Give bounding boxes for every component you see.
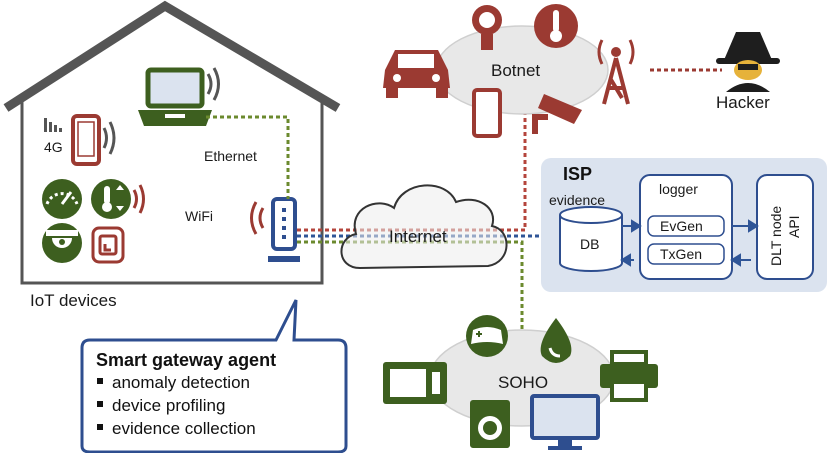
house: IoT devices	[3, 0, 341, 310]
gateway-router-icon	[268, 197, 300, 262]
gamepad-icon	[466, 315, 508, 357]
evgen-box	[647, 215, 725, 237]
bars-icon	[44, 118, 62, 132]
dlt-node-line2: API	[786, 215, 802, 238]
water-drop-icon	[540, 318, 572, 363]
house-walls	[20, 98, 324, 285]
washing-machine-icon	[470, 400, 510, 448]
wifi-label: WiFi	[185, 208, 213, 224]
house-roof	[3, 0, 341, 112]
parking-meter-icon	[472, 5, 502, 50]
phone-icon	[71, 114, 101, 166]
wifi-signal-icon	[250, 201, 265, 235]
txgen-label: TxGen	[660, 246, 702, 262]
laptop-icon	[138, 67, 212, 126]
smart-lock-icon	[91, 226, 125, 264]
callout-item-anomaly: anomaly detection	[112, 373, 250, 392]
callout-bullet-3	[97, 424, 103, 430]
db-cylinder	[559, 206, 623, 272]
dlt-node-box	[756, 174, 814, 280]
router-to-internet-red	[297, 108, 527, 232]
cell-tower-icon	[597, 39, 635, 105]
callout: Smart gateway agent anomaly detection de…	[80, 299, 348, 453]
thermometer-signal-icon	[132, 184, 145, 214]
internet-label: Internet	[389, 227, 447, 246]
dlt-node-line1: DLT node	[768, 206, 784, 266]
internet-cloud	[340, 184, 508, 270]
soho-label: SOHO	[498, 373, 548, 392]
db-label: DB	[580, 236, 599, 252]
hacker-label: Hacker	[716, 93, 770, 112]
evidence-label: evidence	[549, 192, 605, 208]
callout-title: Smart gateway agent	[96, 350, 276, 370]
callout-item-evidence: evidence collection	[112, 419, 256, 438]
printer-icon	[600, 350, 658, 402]
security-camera-icon	[42, 223, 82, 263]
monitor-icon	[530, 394, 600, 450]
callout-bullet-1	[97, 378, 103, 384]
hacker-icon	[716, 32, 780, 92]
evgen-label: EvGen	[660, 218, 703, 234]
callout-item-profiling: device profiling	[112, 396, 225, 415]
laptop-signal-icon	[206, 67, 220, 101]
callout-bubble	[80, 299, 348, 453]
router-to-soho-green	[297, 240, 524, 330]
logger-label: logger	[659, 181, 698, 197]
car-icon	[383, 50, 450, 98]
isp-title: ISP	[563, 164, 592, 184]
microwave-icon	[383, 362, 447, 404]
botnet-label: Botnet	[491, 61, 540, 80]
gauge-icon	[42, 179, 82, 219]
phone-signal-icon	[102, 121, 116, 155]
ethernet-link	[206, 115, 290, 199]
thermometer-icon	[91, 179, 131, 219]
isp-arrows	[620, 219, 759, 267]
callout-bullet-2	[97, 401, 103, 407]
smartphone-icon	[472, 88, 502, 138]
ethernet-label: Ethernet	[204, 148, 257, 164]
cctv-camera-icon	[532, 94, 582, 134]
iot-devices-label: IoT devices	[30, 291, 117, 310]
cellular-label: 4G	[44, 139, 63, 155]
temperature-gauge-icon	[534, 4, 578, 48]
txgen-box	[647, 243, 725, 265]
